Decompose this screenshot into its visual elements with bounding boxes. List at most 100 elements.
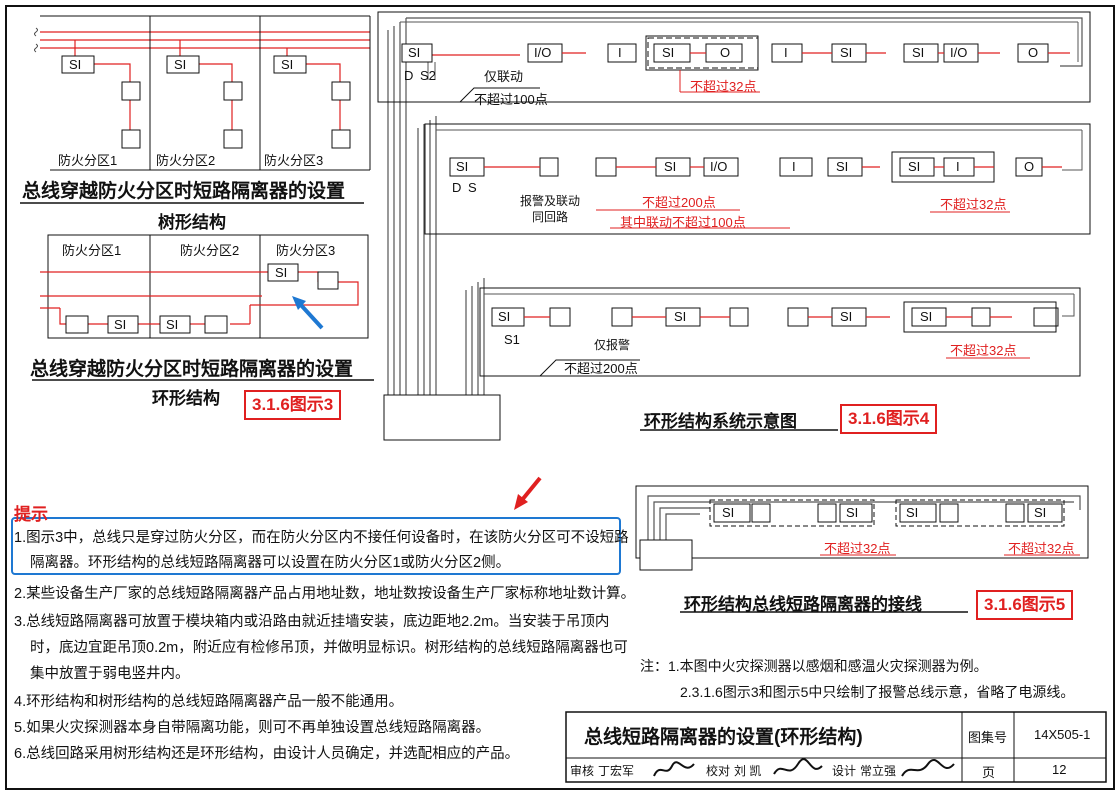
page-label: 页 — [982, 765, 996, 780]
check-label: 校对 — [706, 764, 731, 778]
sys-r1-s2: S2 — [420, 68, 436, 83]
tree-zone-1: 防火分区1 — [58, 153, 118, 168]
tips-heading: 提示 — [14, 505, 48, 524]
sys-r1-io-1: I/O — [534, 45, 552, 60]
only-alarm-label: 仅报警 — [594, 338, 631, 352]
wire-si-4: SI — [1034, 505, 1047, 520]
sheet-title: 总线短路隔离器的设置(环形结构) — [584, 727, 863, 748]
sys-r2-si: SI — [456, 159, 469, 174]
sys-r1-si-2: SI — [662, 45, 675, 60]
ring-si-1: SI — [275, 265, 288, 280]
wire-si-1: SI — [722, 505, 735, 520]
tip-line-5: 时，底边宜距吊顶0.2m，附近应有检修吊顶，并做明显标识。树形结构的总线短路隔离… — [30, 640, 628, 656]
ring-diagram — [32, 234, 374, 381]
sys-r3-si-2: SI — [674, 309, 687, 324]
tree-subtitle: 树形结构 — [158, 213, 226, 232]
sheet-border — [5, 5, 1115, 790]
sys-r2-si-3: SI — [836, 159, 849, 174]
ring-subtitle: 环形结构 — [152, 389, 220, 408]
sys-r2-s: S — [468, 180, 477, 195]
max200-label: 不超过200点 — [642, 195, 716, 210]
max32-label-c: 不超过32点 — [950, 343, 1017, 358]
system-diagram — [377, 11, 1091, 441]
sys-r1-o-2: O — [1028, 45, 1039, 60]
checker-name: 刘 凯 — [734, 764, 762, 778]
checker-signature — [773, 758, 823, 775]
footnote-1: 注：1.本图中火灾探测器以感烟和感温火灾探测器为例。 — [640, 658, 988, 674]
alarm-link-label: 报警及联动 — [520, 194, 581, 208]
wire-si-2: SI — [846, 505, 859, 520]
highlight-arrow-icon — [298, 302, 324, 330]
tree-si-3: SI — [281, 57, 294, 72]
sys-r1-i-2: I — [784, 45, 788, 60]
wire-si-3: SI — [906, 505, 919, 520]
wiring-title: 环形结构总线短路隔离器的接线 — [684, 595, 922, 614]
title-block-grid — [565, 711, 1107, 783]
only-linkage-label: 仅联动 — [484, 69, 524, 84]
sys-r3-s1: S1 — [504, 332, 520, 347]
tip-line-7: 4.环形结构和树形结构的总线短路隔离器产品一般不能通用。 — [14, 694, 404, 710]
tree-diagram — [20, 15, 371, 204]
sys-r1-si-3: SI — [840, 45, 853, 60]
tip-line-6: 集中放置于弱电竖井内。 — [30, 666, 190, 682]
ring-zone-3: 防火分区3 — [276, 243, 336, 258]
max100-label: 不超过100点 — [474, 92, 548, 107]
ring-title: 总线穿越防火分区时短路隔离器的设置 — [30, 359, 354, 380]
atlas-number: 14X505-1 — [1034, 727, 1091, 742]
sys-r2-si-4: SI — [908, 159, 921, 174]
max200-label-b: 不超过200点 — [564, 361, 638, 376]
tip-line-4: 3.总线短路隔离器可放置于模块箱内或沿路由就近挂墙安装，底边距地2.2m。当安装… — [14, 614, 610, 630]
reviewer-name: 丁宏军 — [598, 764, 635, 778]
max32-label-b: 不超过32点 — [940, 197, 1007, 212]
designer-name: 常立强 — [860, 764, 897, 778]
pointer-arrow-icon — [514, 476, 542, 510]
ring-zone-2: 防火分区2 — [180, 243, 240, 258]
review-label: 审核 — [570, 764, 595, 778]
designer-signature — [901, 759, 955, 777]
sys-r1-io-2: I/O — [950, 45, 968, 60]
sys-r3-si: SI — [498, 309, 511, 324]
figure-3-label: 3.1.6图示3 — [244, 390, 342, 420]
sys-r2-io: I/O — [710, 159, 728, 174]
page-number: 12 — [1052, 762, 1067, 777]
sys-r2-d: D — [452, 180, 462, 195]
system-title: 环形结构系统示意图 — [644, 412, 797, 431]
tip-line-1: 1.图示3中，总线只是穿过防火分区，而在防火分区内不接任何设备时，在该防火分区可… — [14, 530, 629, 546]
sys-r3-si-4: SI — [920, 309, 933, 324]
tree-si-2: SI — [174, 57, 187, 72]
tip-line-3: 2.某些设备生产厂家的总线短路隔离器产品占用地址数，地址数按设备生产厂家标称地址… — [14, 586, 636, 602]
max32-label-e: 不超过32点 — [1008, 541, 1075, 556]
tree-si-1: SI — [69, 57, 82, 72]
sys-r1-d: D — [404, 68, 414, 83]
max32-label-a: 不超过32点 — [690, 79, 757, 94]
design-label: 设计 — [832, 764, 857, 778]
link-max100-label: 其中联动不超过100点 — [620, 215, 746, 230]
same-loop-label: 同回路 — [532, 210, 569, 224]
tree-zone-3: 防火分区3 — [264, 153, 324, 168]
sys-r1-si-4: SI — [912, 45, 925, 60]
sys-r2-si-2: SI — [664, 159, 677, 174]
tip-line-2: 隔离器。环形结构的总线短路隔离器可以设置在防火分区1或防火分区2侧。 — [30, 555, 511, 571]
sys-r2-i-2: I — [956, 159, 960, 174]
tip-line-8: 5.如果火灾探测器本身自带隔离功能，则可不再单独设置总线短路隔离器。 — [14, 720, 491, 736]
sys-r2-i-1: I — [792, 159, 796, 174]
sys-r3-si-3: SI — [840, 309, 853, 324]
max32-label-d: 不超过32点 — [824, 541, 891, 556]
wiring-diagram — [635, 485, 1089, 613]
figure-5-label: 3.1.6图示5 — [976, 590, 1074, 620]
figure-4-label: 3.1.6图示4 — [840, 404, 938, 434]
atlas-number-label: 图集号 — [968, 730, 1008, 745]
footnote-2: 2.3.1.6图示3和图示5中只绘制了报警总线示意，省略了电源线。 — [680, 684, 1075, 700]
reviewer-signature — [653, 761, 695, 777]
highlight-box — [11, 517, 621, 575]
sys-r1-i-1: I — [618, 45, 622, 60]
sys-r1-si: SI — [408, 45, 421, 60]
ring-si-2: SI — [114, 317, 127, 332]
sys-r2-o: O — [1024, 159, 1035, 174]
sys-r1-o-1: O — [720, 45, 731, 60]
tree-zone-2: 防火分区2 — [156, 153, 216, 168]
tree-title: 总线穿越防火分区时短路隔离器的设置 — [22, 181, 346, 202]
ring-zone-1: 防火分区1 — [62, 243, 122, 258]
tip-line-9: 6.总线回路采用树形结构还是环形结构，由设计人员确定，并选配相应的产品。 — [14, 746, 520, 762]
